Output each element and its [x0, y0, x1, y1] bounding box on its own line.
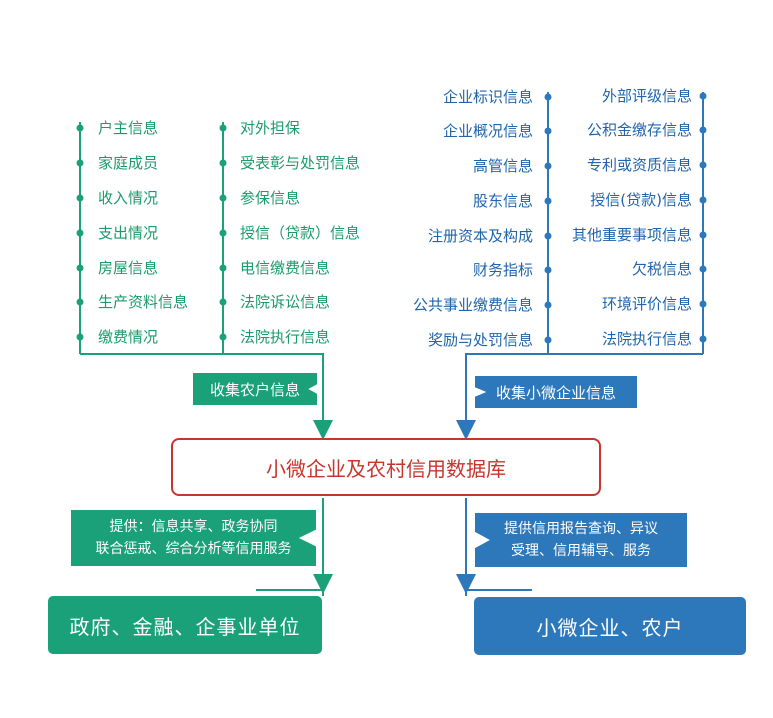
farmer-collect-arrow — [80, 353, 333, 440]
farmer-item: 户主信息 — [98, 119, 159, 137]
enterprise-item: 环境评价信息 — [601, 295, 692, 313]
farmer-item: 对外担保 — [240, 119, 301, 137]
farmer-item: 家庭成员 — [98, 154, 159, 172]
enterprise-item: 注册资本及构成 — [427, 227, 533, 245]
enterprise-item: 其他重要事项信息 — [571, 226, 692, 244]
gov-output-bracket — [256, 589, 324, 596]
enterprise-item: 企业概况信息 — [442, 122, 533, 140]
farmer-item: 支出情况 — [98, 224, 159, 242]
enterprise-item: 外部评级信息 — [601, 87, 692, 105]
enterprise-item: 授信(贷款)信息 — [590, 191, 692, 209]
provide-gov-line: 联合惩戒、综合分析等信用服务 — [95, 541, 292, 557]
farmer-item: 电信缴费信息 — [240, 259, 331, 277]
farmer-item: 缴费情况 — [98, 328, 159, 346]
enterprise-item: 公积金缴存信息 — [586, 121, 692, 139]
provide-enterprise-tag: 提供信用报告查询、异议 受理、信用辅导、服务 — [475, 513, 687, 567]
enterprise-item: 法院执行信息 — [601, 330, 692, 348]
enterprise-item: 公共事业缴费信息 — [412, 296, 533, 314]
output-gov-box: 政府、金融、企事业单位 — [48, 596, 322, 654]
enterprise-item: 欠税信息 — [631, 260, 692, 278]
enterprise-collect-arrow — [456, 353, 703, 440]
provide-gov-line: 提供：信息共享、政务协同 — [109, 519, 278, 535]
enterprise-item: 股东信息 — [472, 192, 533, 210]
enterprise-item: 财务指标 — [472, 261, 533, 279]
farmer-item: 收入情况 — [98, 189, 159, 207]
farmer-item: 授信（贷款）信息 — [240, 224, 361, 242]
farmer-item: 生产资料信息 — [98, 293, 189, 311]
enterprise-item: 企业标识信息 — [442, 88, 533, 106]
farmer-item: 法院诉讼信息 — [240, 293, 331, 311]
collect-enterprise-tag: 收集小微企业信息 — [475, 376, 637, 408]
provide-enterprise-line: 提供信用报告查询、异议 — [504, 521, 658, 537]
collect-farmer-tag: 收集农户信息 — [193, 373, 317, 405]
farmer-item: 房屋信息 — [98, 259, 159, 277]
farmer-item: 法院执行信息 — [240, 328, 331, 346]
farmer-item: 受表彰与处罚信息 — [240, 154, 361, 172]
farmer-item: 参保信息 — [240, 189, 301, 207]
output-enterprise-box: 小微企业、农户 — [474, 597, 746, 655]
enterprise-item: 奖励与处罚信息 — [427, 331, 533, 349]
provide-enterprise-line: 受理、信用辅导、服务 — [511, 543, 651, 559]
provide-gov-tag: 提供：信息共享、政务协同 联合惩戒、综合分析等信用服务 — [71, 510, 316, 566]
enterprise-item: 高管信息 — [472, 157, 533, 175]
credit-database-box: 小微企业及农村信用数据库 — [171, 438, 601, 496]
enterprise-item: 专利或资质信息 — [586, 156, 692, 174]
enterprise-output-bracket — [465, 589, 532, 596]
